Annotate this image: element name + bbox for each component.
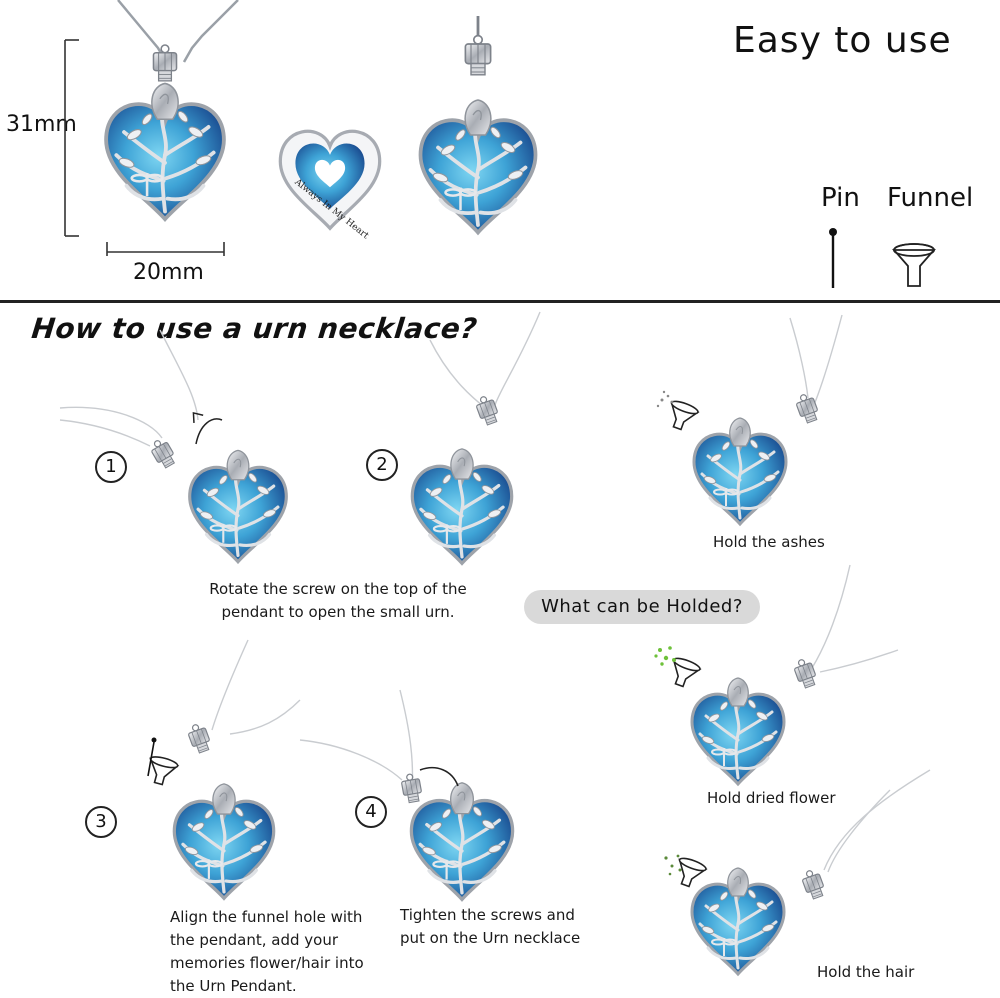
step-1-caption-line: Rotate the screw on the top of the	[209, 580, 467, 598]
step-2-number: 2	[366, 449, 398, 481]
height-dimension-label: 31mm	[6, 112, 77, 137]
height-dimension-bracket	[64, 39, 79, 237]
pendant-back-icon	[278, 129, 382, 231]
step-4-caption-line: put on the Urn necklace	[400, 929, 581, 947]
tighten-arrow-icon	[419, 766, 459, 787]
easy-to-use-title: Easy to use	[733, 20, 952, 61]
width-dimension-label: 20mm	[133, 260, 204, 285]
use-flower-caption: Hold dried flower	[707, 789, 836, 807]
step-3-caption-line: the pendant, add your	[170, 931, 339, 949]
step-1-caption-line: pendant to open the small urn.	[221, 603, 455, 621]
ashes-particles-icon	[656, 390, 674, 408]
step-3-caption: Align the funnel hole with the pendant, …	[170, 906, 385, 998]
step-1-number: 1	[95, 451, 127, 483]
funnel-icon	[892, 243, 936, 287]
step-4-number: 4	[355, 796, 387, 828]
pin-icon	[829, 228, 837, 288]
funnel-label: Funnel	[887, 183, 974, 213]
rotate-arrow-icon	[195, 418, 223, 445]
floating-screw-icon	[464, 16, 492, 76]
use-ashes-caption: Hold the ashes	[713, 533, 825, 551]
use-hair-caption: Hold the hair	[817, 963, 915, 981]
hair-particles-icon	[664, 854, 682, 876]
how-to-use-title: How to use a urn necklace?	[30, 312, 479, 345]
chain-icon	[117, 0, 239, 63]
step-4-caption-line: Tighten the screws and	[400, 906, 575, 924]
step-3-caption-line: Align the funnel hole with	[170, 908, 363, 926]
step-3-pin-icon	[147, 737, 157, 777]
step-4-caption: Tighten the screws and put on the Urn ne…	[400, 904, 600, 950]
dried-flower-particles-icon	[654, 646, 676, 666]
section-divider	[0, 300, 1000, 303]
step-3-caption-line: the Urn Pendant.	[170, 977, 297, 995]
pin-label: Pin	[821, 183, 860, 213]
engraving-text: Always In My Heart	[292, 177, 371, 242]
step-3-caption-line: memories flower/hair into	[170, 954, 364, 972]
step-1-caption: Rotate the screw on the top of the penda…	[198, 578, 478, 624]
step-3-number: 3	[85, 806, 117, 838]
pendant-open-icon	[418, 98, 538, 235]
pendant-front-icon	[104, 44, 226, 222]
width-dimension-bracket	[106, 242, 225, 256]
what-can-be-holded-badge: What can be Holded?	[524, 590, 760, 624]
